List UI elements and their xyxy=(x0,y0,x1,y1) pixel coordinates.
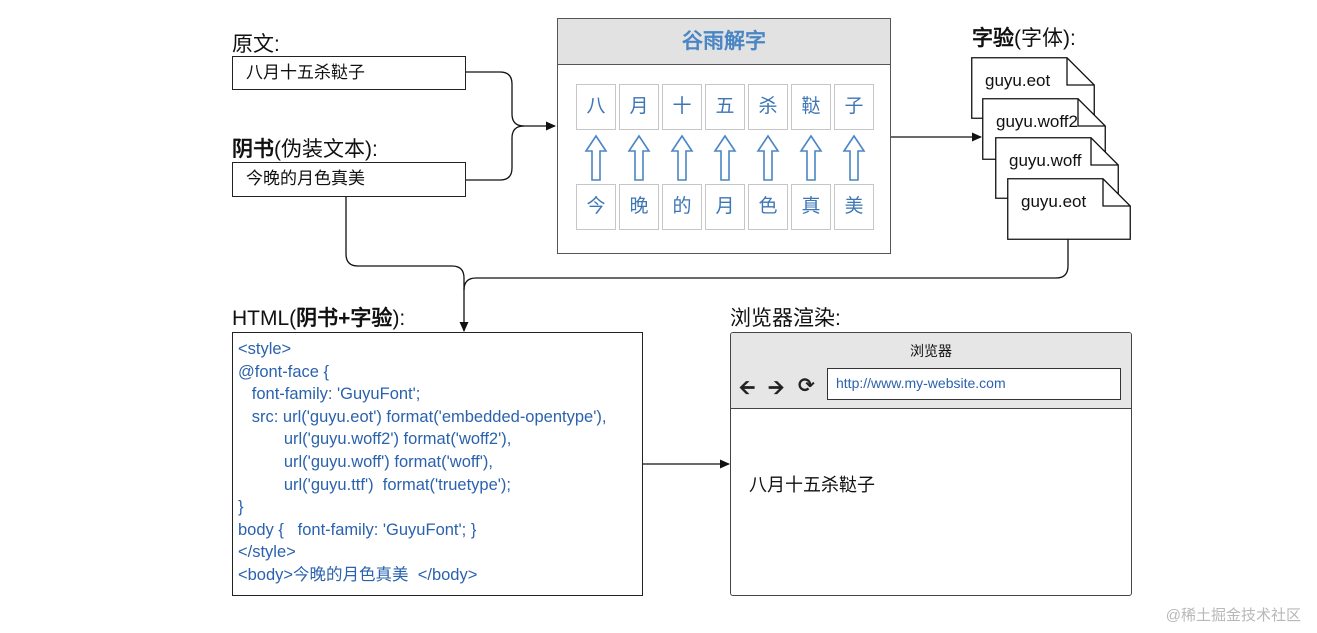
code-line: <body>今晚的月色真美 </body> xyxy=(238,565,478,584)
original-text-box: 八月十五杀鞑子 xyxy=(232,56,466,90)
code-line: url('guyu.woff2') format('woff2'), xyxy=(238,430,512,449)
connector-disguise-to-html xyxy=(345,197,469,332)
code-line: src: url('guyu.eot') format('embedded-op… xyxy=(238,407,607,426)
bottom-char-cell: 晚 xyxy=(619,184,659,230)
bottom-char-cell: 色 xyxy=(748,184,788,230)
connector-files-to-html xyxy=(463,238,1069,291)
browser-title: 浏览器 xyxy=(910,343,952,359)
bottom-char-cell: 月 xyxy=(705,184,745,230)
code-line: <style> xyxy=(238,340,292,358)
bottom-char-cell: 今 xyxy=(576,184,616,230)
top-char-cell: 月 xyxy=(619,84,659,130)
top-char-cell: 杀 xyxy=(748,84,788,130)
code-line: @font-face { xyxy=(238,362,330,381)
original-label: 原文: xyxy=(232,33,280,56)
arrow-right-icon[interactable]: 🡪 xyxy=(768,377,785,399)
address-bar[interactable]: http://www.my-website.com xyxy=(827,368,1121,400)
panel-title: 谷雨解字 xyxy=(558,19,890,65)
up-arrow-icon xyxy=(713,134,737,181)
up-arrow-icon xyxy=(627,134,651,181)
browser-toolbar: 浏览器 🡨 🡪 ⟳ http://www.my-website.com xyxy=(731,333,1131,409)
font-file-name: guyu.eot xyxy=(985,71,1051,90)
refresh-icon[interactable]: ⟳ xyxy=(798,375,815,397)
bottom-char-cell: 的 xyxy=(662,184,702,230)
up-arrow-icon xyxy=(670,134,694,181)
font-file-name: guyu.woff xyxy=(1009,151,1082,170)
ziyan-label: 字验(字体): xyxy=(972,27,1076,50)
top-char-cell: 十 xyxy=(662,84,702,130)
browser-content: 八月十五杀鞑子 xyxy=(749,475,875,495)
connector-original-to-panel xyxy=(466,71,556,131)
top-char-cell: 五 xyxy=(705,84,745,130)
yinshu-label: 阴书(伪装文本): xyxy=(232,138,378,161)
render-label: 浏览器渲染: xyxy=(730,307,841,330)
browser-window: 浏览器 🡨 🡪 ⟳ http://www.my-website.com 八月十五… xyxy=(730,332,1132,596)
bottom-char-cell: 美 xyxy=(834,184,874,230)
code-line: } xyxy=(238,498,244,517)
html-code-box: <style> @font-face { font-family: 'GuyuFo… xyxy=(232,332,643,596)
top-char-cell: 鞑 xyxy=(791,84,831,130)
up-arrow-icon xyxy=(842,134,866,181)
watermark: @稀土掘金技术社区 xyxy=(1165,607,1301,624)
code-line: url('guyu.ttf') format('truetype'); xyxy=(238,475,512,494)
connector-disguise-to-panel xyxy=(466,125,525,181)
arrow-left-icon[interactable]: 🡨 xyxy=(739,377,756,399)
up-arrow-icon xyxy=(799,134,823,181)
disguise-text-box: 今晚的月色真美 xyxy=(232,162,466,197)
font-file-icon: guyu.eot xyxy=(1007,178,1131,240)
code-line: </style> xyxy=(238,543,296,562)
bottom-char-cell: 真 xyxy=(791,184,831,230)
code-line: body { font-family: 'GuyuFont'; } xyxy=(238,520,477,539)
html-label: HTML(阴书+字验): xyxy=(232,307,406,330)
up-arrow-icon xyxy=(756,134,780,181)
code-line: url('guyu.woff') format('woff'), xyxy=(238,452,493,471)
top-char-cell: 子 xyxy=(834,84,874,130)
up-arrow-icon xyxy=(584,134,608,181)
font-file-name: guyu.woff2 xyxy=(996,112,1078,131)
code-line: font-family: 'GuyuFont'; xyxy=(238,385,421,404)
top-char-cell: 八 xyxy=(576,84,616,130)
font-file-name: guyu.eot xyxy=(1021,192,1087,211)
